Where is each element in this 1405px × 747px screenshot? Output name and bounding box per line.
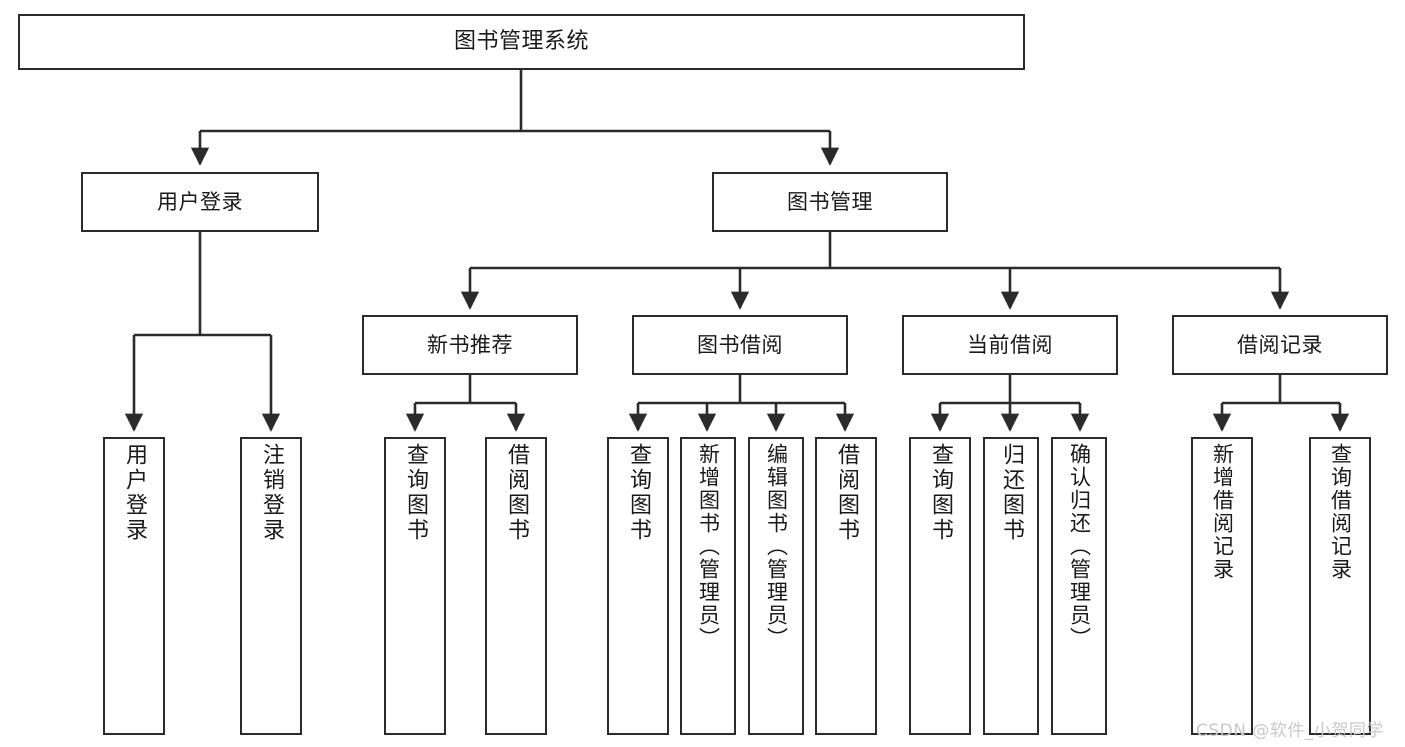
leaf-new-book-query-label: 查询图书 <box>403 443 428 543</box>
node-current-borrow[interactable]: 当前借阅 <box>902 315 1118 375</box>
leaf-borrow-record-query[interactable]: 查询借阅记录 <box>1309 437 1371 735</box>
leaf-book-borrow-query[interactable]: 查询图书 <box>607 437 669 735</box>
leaf-new-book-query[interactable]: 查询图书 <box>384 437 446 735</box>
csdn-watermark: CSDN @软件_小贺同学 <box>1196 721 1384 741</box>
leaf-current-borrow-confirm-label: 确认归还（管理员） <box>1067 443 1092 650</box>
node-borrow-record-label: 借阅记录 <box>1237 332 1323 357</box>
leaf-book-borrow-add[interactable]: 新增图书（管理员） <box>680 437 736 735</box>
leaf-user-login-logout[interactable]: 注销登录 <box>240 437 302 735</box>
leaf-new-book-borrow[interactable]: 借阅图书 <box>485 437 547 735</box>
leaf-user-login-login[interactable]: 用户登录 <box>103 437 165 735</box>
leaf-borrow-record-add-label: 新增借阅记录 <box>1210 443 1235 581</box>
leaf-user-login-logout-label: 注销登录 <box>259 443 284 543</box>
leaf-current-borrow-confirm[interactable]: 确认归还（管理员） <box>1051 437 1107 735</box>
node-current-borrow-label: 当前借阅 <box>967 332 1053 357</box>
node-new-book-recommend[interactable]: 新书推荐 <box>362 315 578 375</box>
leaf-current-borrow-query[interactable]: 查询图书 <box>909 437 971 735</box>
node-borrow-record[interactable]: 借阅记录 <box>1172 315 1388 375</box>
leaf-book-borrow-query-label: 查询图书 <box>626 443 651 543</box>
leaf-book-borrow-edit-label: 编辑图书（管理员） <box>764 443 789 650</box>
node-root[interactable]: 图书管理系统 <box>18 14 1025 70</box>
leaf-new-book-borrow-label: 借阅图书 <box>504 443 529 543</box>
leaf-book-borrow-borrow-label: 借阅图书 <box>834 443 859 543</box>
node-book-borrow-label: 图书借阅 <box>697 332 783 357</box>
node-new-book-recommend-label: 新书推荐 <box>427 332 513 357</box>
leaf-book-borrow-edit[interactable]: 编辑图书（管理员） <box>748 437 804 735</box>
node-root-label: 图书管理系统 <box>453 29 589 55</box>
node-book-borrow[interactable]: 图书借阅 <box>632 315 848 375</box>
leaf-current-borrow-return[interactable]: 归还图书 <box>983 437 1039 735</box>
node-user-login-label: 用户登录 <box>157 189 243 214</box>
leaf-book-borrow-borrow[interactable]: 借阅图书 <box>815 437 877 735</box>
leaf-borrow-record-add[interactable]: 新增借阅记录 <box>1191 437 1253 735</box>
leaf-book-borrow-add-label: 新增图书（管理员） <box>696 443 721 650</box>
leaf-user-login-login-label: 用户登录 <box>122 443 147 543</box>
leaf-current-borrow-query-label: 查询图书 <box>928 443 953 543</box>
leaf-borrow-record-query-label: 查询借阅记录 <box>1328 443 1353 581</box>
node-book-management[interactable]: 图书管理 <box>712 172 948 232</box>
node-user-login[interactable]: 用户登录 <box>81 172 319 232</box>
node-book-management-label: 图书管理 <box>787 189 873 214</box>
leaf-current-borrow-return-label: 归还图书 <box>999 443 1024 543</box>
